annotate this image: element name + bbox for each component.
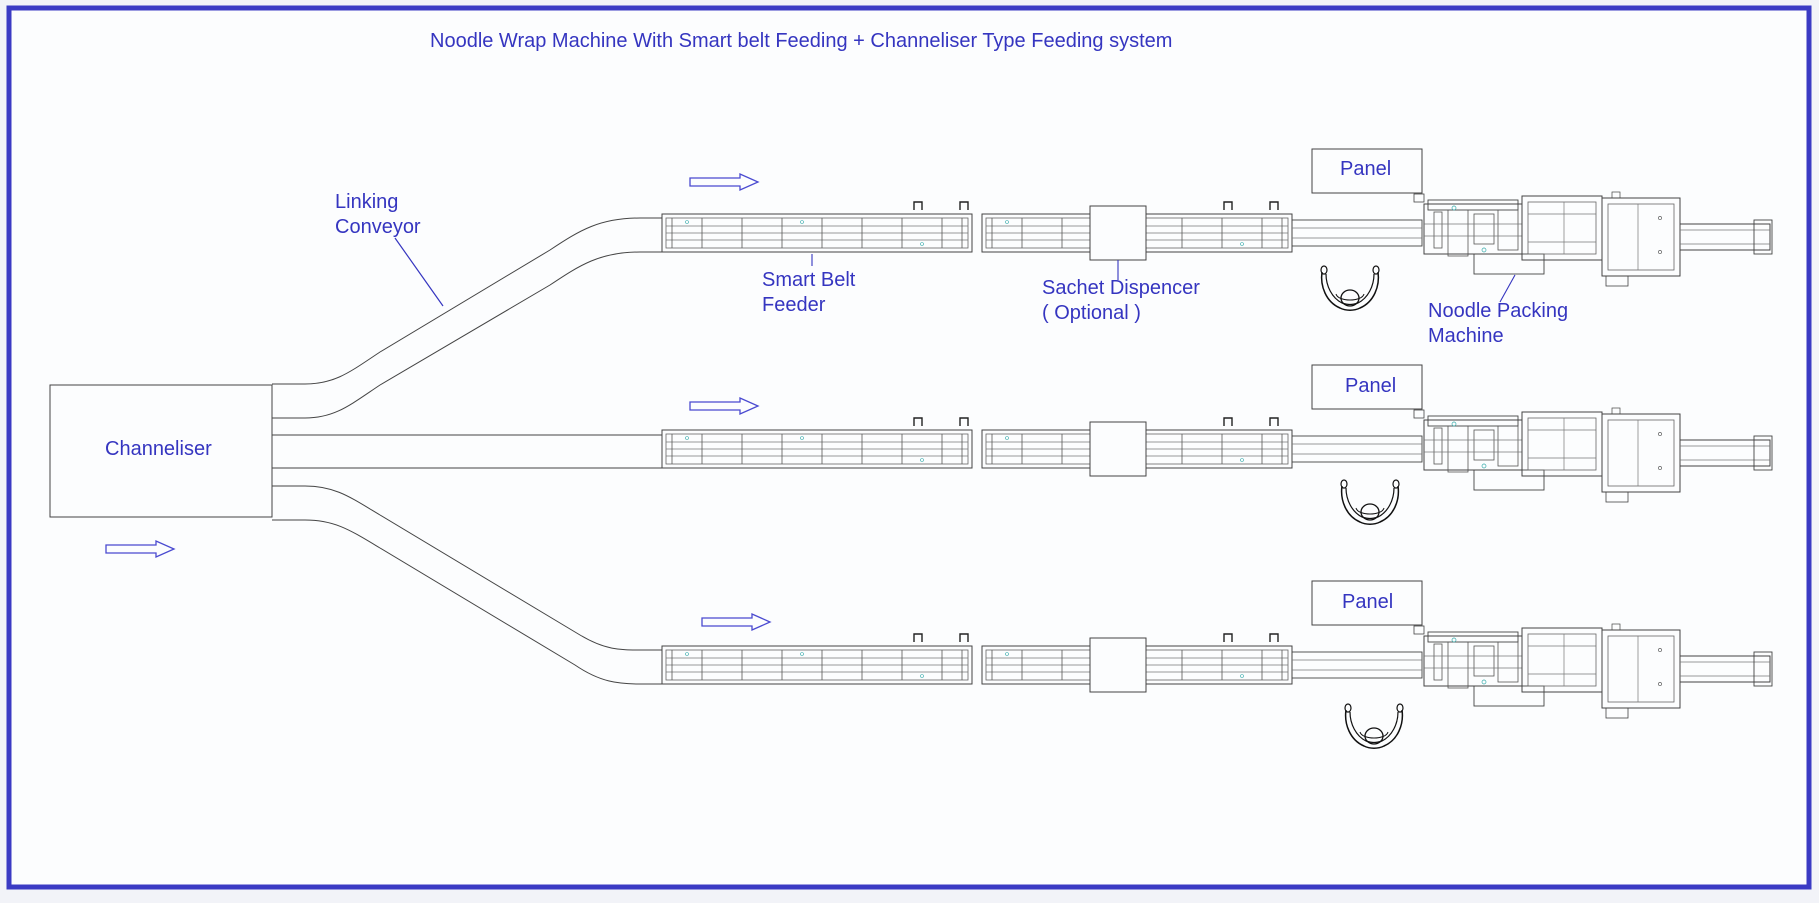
linking-conveyor-leader [394,237,444,307]
transfer-conveyor-1 [1291,219,1423,247]
production-line-1: Panel [661,148,1773,311]
sachet-dispenser-label: Sachet Dispencer ( Optional ) [1042,277,1205,324]
panel-label-3: Panel [1342,591,1393,613]
linking-conveyor-middle [272,434,662,469]
diagram-title: Noodle Wrap Machine With Smart belt Feed… [430,30,1172,52]
production-line-2: Panel [661,364,1773,525]
linking-conveyor-bottom [272,485,662,685]
noodle-packing-machine-label: Noodle Packing Machine [1428,300,1574,347]
channeliser-label: Channeliser [105,438,212,460]
channeliser-box [49,384,273,518]
panel-label-2: Panel [1345,375,1396,397]
drawing-frame [6,5,1812,890]
linking-conveyor-label: Linking Conveyor [335,191,421,238]
sachet-dispenser-2 [1089,421,1147,477]
panel-box-3 [1311,580,1423,626]
transfer-conveyor-3 [1291,651,1423,679]
smart-belt-feeder-label: Smart Belt Feeder [762,269,861,316]
panel-box-2 [1311,364,1423,410]
packing-machine-leader [1499,274,1516,303]
production-line-3: Panel [661,580,1773,749]
transfer-conveyor-2 [1291,435,1423,463]
linking-conveyor-top [272,217,662,419]
sachet-dispenser-3 [1089,637,1147,693]
sachet-dispenser-1 [1089,205,1147,261]
panel-box-1 [1311,148,1423,194]
panel-label-1: Panel [1340,158,1391,180]
